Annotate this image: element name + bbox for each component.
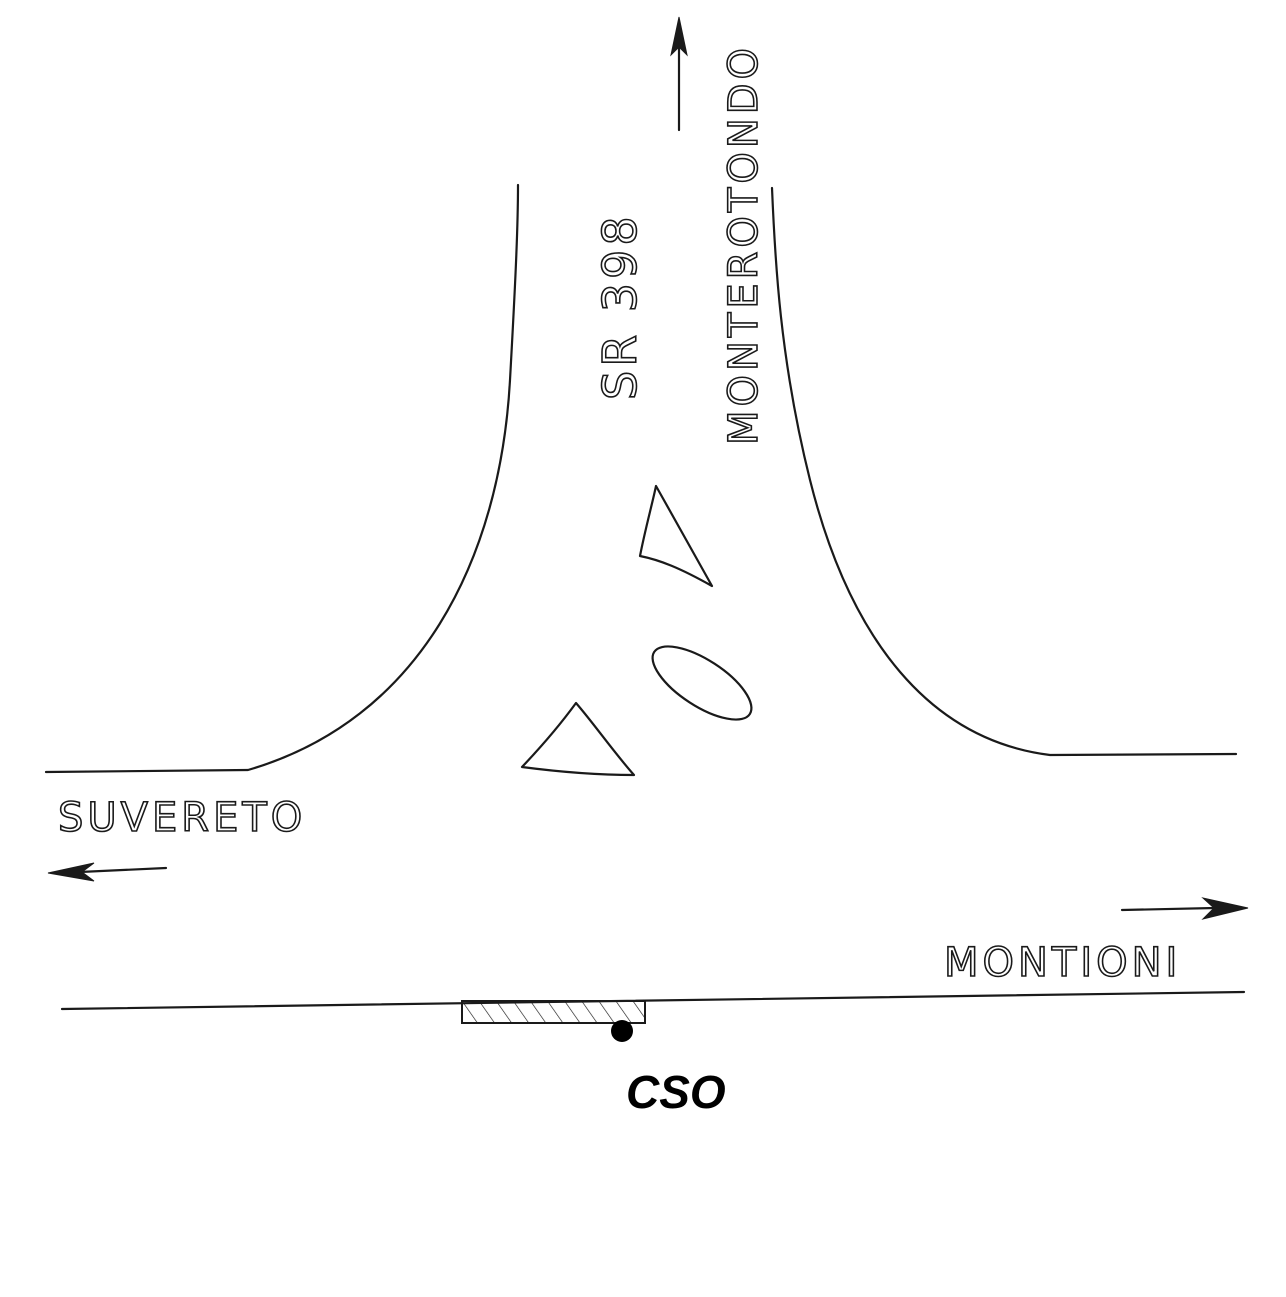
station-hatched-box xyxy=(461,1000,646,1024)
west-destination-label: SUVERETO xyxy=(58,795,306,841)
road-code-label: SR 398 xyxy=(593,212,647,400)
station-label: CSO xyxy=(626,1066,726,1118)
east-destination-label: MONTIONI xyxy=(944,940,1181,986)
arrow-west xyxy=(47,862,168,882)
road-edge-west xyxy=(44,183,520,774)
traffic-island-west xyxy=(520,701,636,777)
traffic-island-north xyxy=(638,484,714,588)
arrow-east xyxy=(1120,897,1249,920)
road-edge-east xyxy=(770,186,1238,757)
north-destination-label: MONTEROTONDO xyxy=(721,44,767,445)
station-dot xyxy=(611,1020,633,1042)
arrow-north xyxy=(670,16,688,132)
road-edge-south xyxy=(60,990,1246,1011)
traffic-island-center xyxy=(651,645,753,721)
